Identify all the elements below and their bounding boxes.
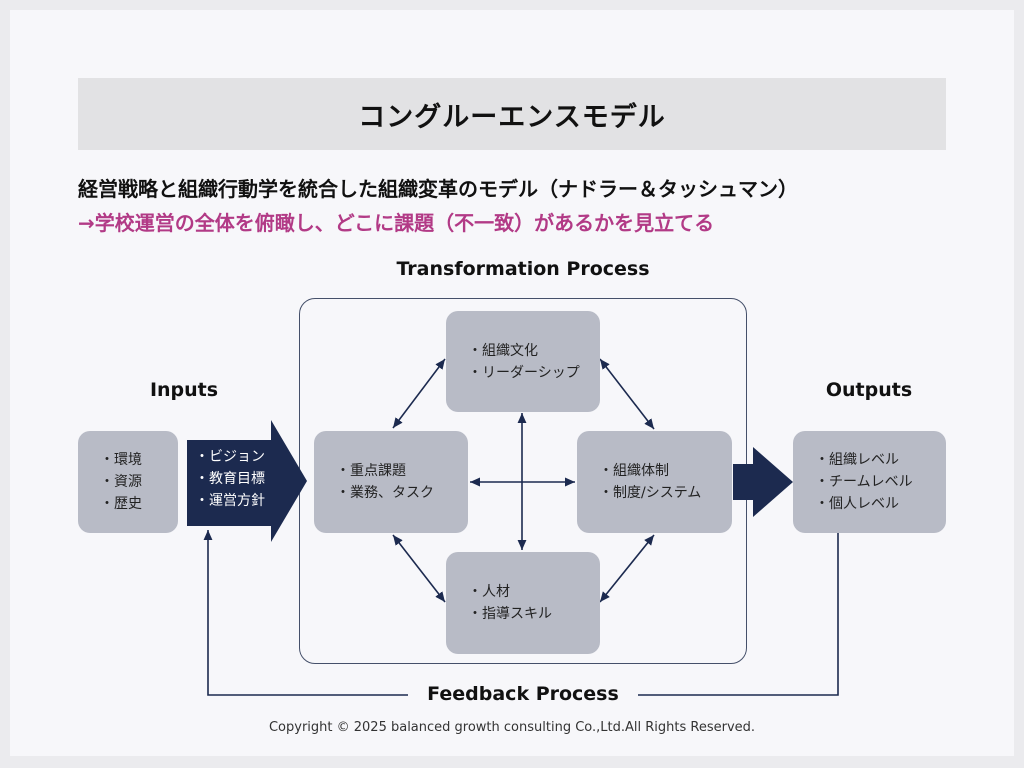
- inputs-box: ・環境 ・資源 ・歴史: [78, 431, 178, 533]
- outputs-item: ・チームレベル: [815, 474, 913, 490]
- strategy-item: ・運営方針: [195, 493, 265, 509]
- strategy-item: ・教育目標: [195, 471, 265, 487]
- feedback-heading: Feedback Process: [408, 683, 638, 705]
- transformation-heading: Transformation Process: [396, 258, 650, 280]
- node-item: ・業務、タスク: [336, 485, 434, 501]
- copyright: Copyright © 2025 balanced growth consult…: [268, 720, 756, 735]
- outputs-box: ・組織レベル ・チームレベル ・個人レベル: [793, 431, 946, 533]
- node-item: ・組織体制: [599, 463, 669, 479]
- node-structure: ・組織体制 ・制度/システム: [577, 431, 732, 533]
- link-top-right: [599, 358, 655, 430]
- subnote: →学校運営の全体を俯瞰し、どこに課題（不一致）があるかを見立てる: [78, 211, 715, 235]
- outputs-heading: Outputs: [825, 379, 913, 401]
- inputs-item: ・資源: [100, 474, 142, 490]
- inputs-item: ・歴史: [100, 496, 142, 512]
- node-item: ・重点課題: [336, 463, 406, 479]
- node-item: ・制度/システム: [599, 485, 702, 501]
- strategy-arrow-shape: [187, 420, 307, 542]
- link-right-bottom: [599, 534, 655, 603]
- page-title: コングルーエンスモデル: [358, 101, 666, 133]
- strategy-arrow: ・ビジョン ・教育目標 ・運営方針: [195, 446, 285, 512]
- inputs-item: ・環境: [100, 452, 142, 468]
- link-left-bottom: [392, 534, 446, 603]
- node-people: ・人材 ・指導スキル: [446, 552, 600, 654]
- inputs-heading: Inputs: [149, 379, 219, 401]
- strategy-item: ・ビジョン: [195, 449, 265, 465]
- node-item: ・人材: [468, 584, 510, 600]
- title-bar: コングルーエンスモデル: [78, 78, 946, 150]
- node-tasks: ・重点課題 ・業務、タスク: [314, 431, 468, 533]
- node-culture: ・組織文化 ・リーダーシップ: [446, 311, 600, 412]
- output-arrow-shape: [733, 447, 793, 517]
- node-item: ・組織文化: [468, 342, 538, 359]
- node-item: ・指導スキル: [468, 606, 552, 622]
- subtitle: 経営戦略と組織行動学を統合した組織変革のモデル（ナドラー＆タッシュマン）: [78, 177, 798, 201]
- outputs-item: ・組織レベル: [815, 452, 899, 468]
- link-left-top: [392, 358, 446, 429]
- node-item: ・リーダーシップ: [468, 364, 580, 381]
- outputs-item: ・個人レベル: [815, 496, 899, 512]
